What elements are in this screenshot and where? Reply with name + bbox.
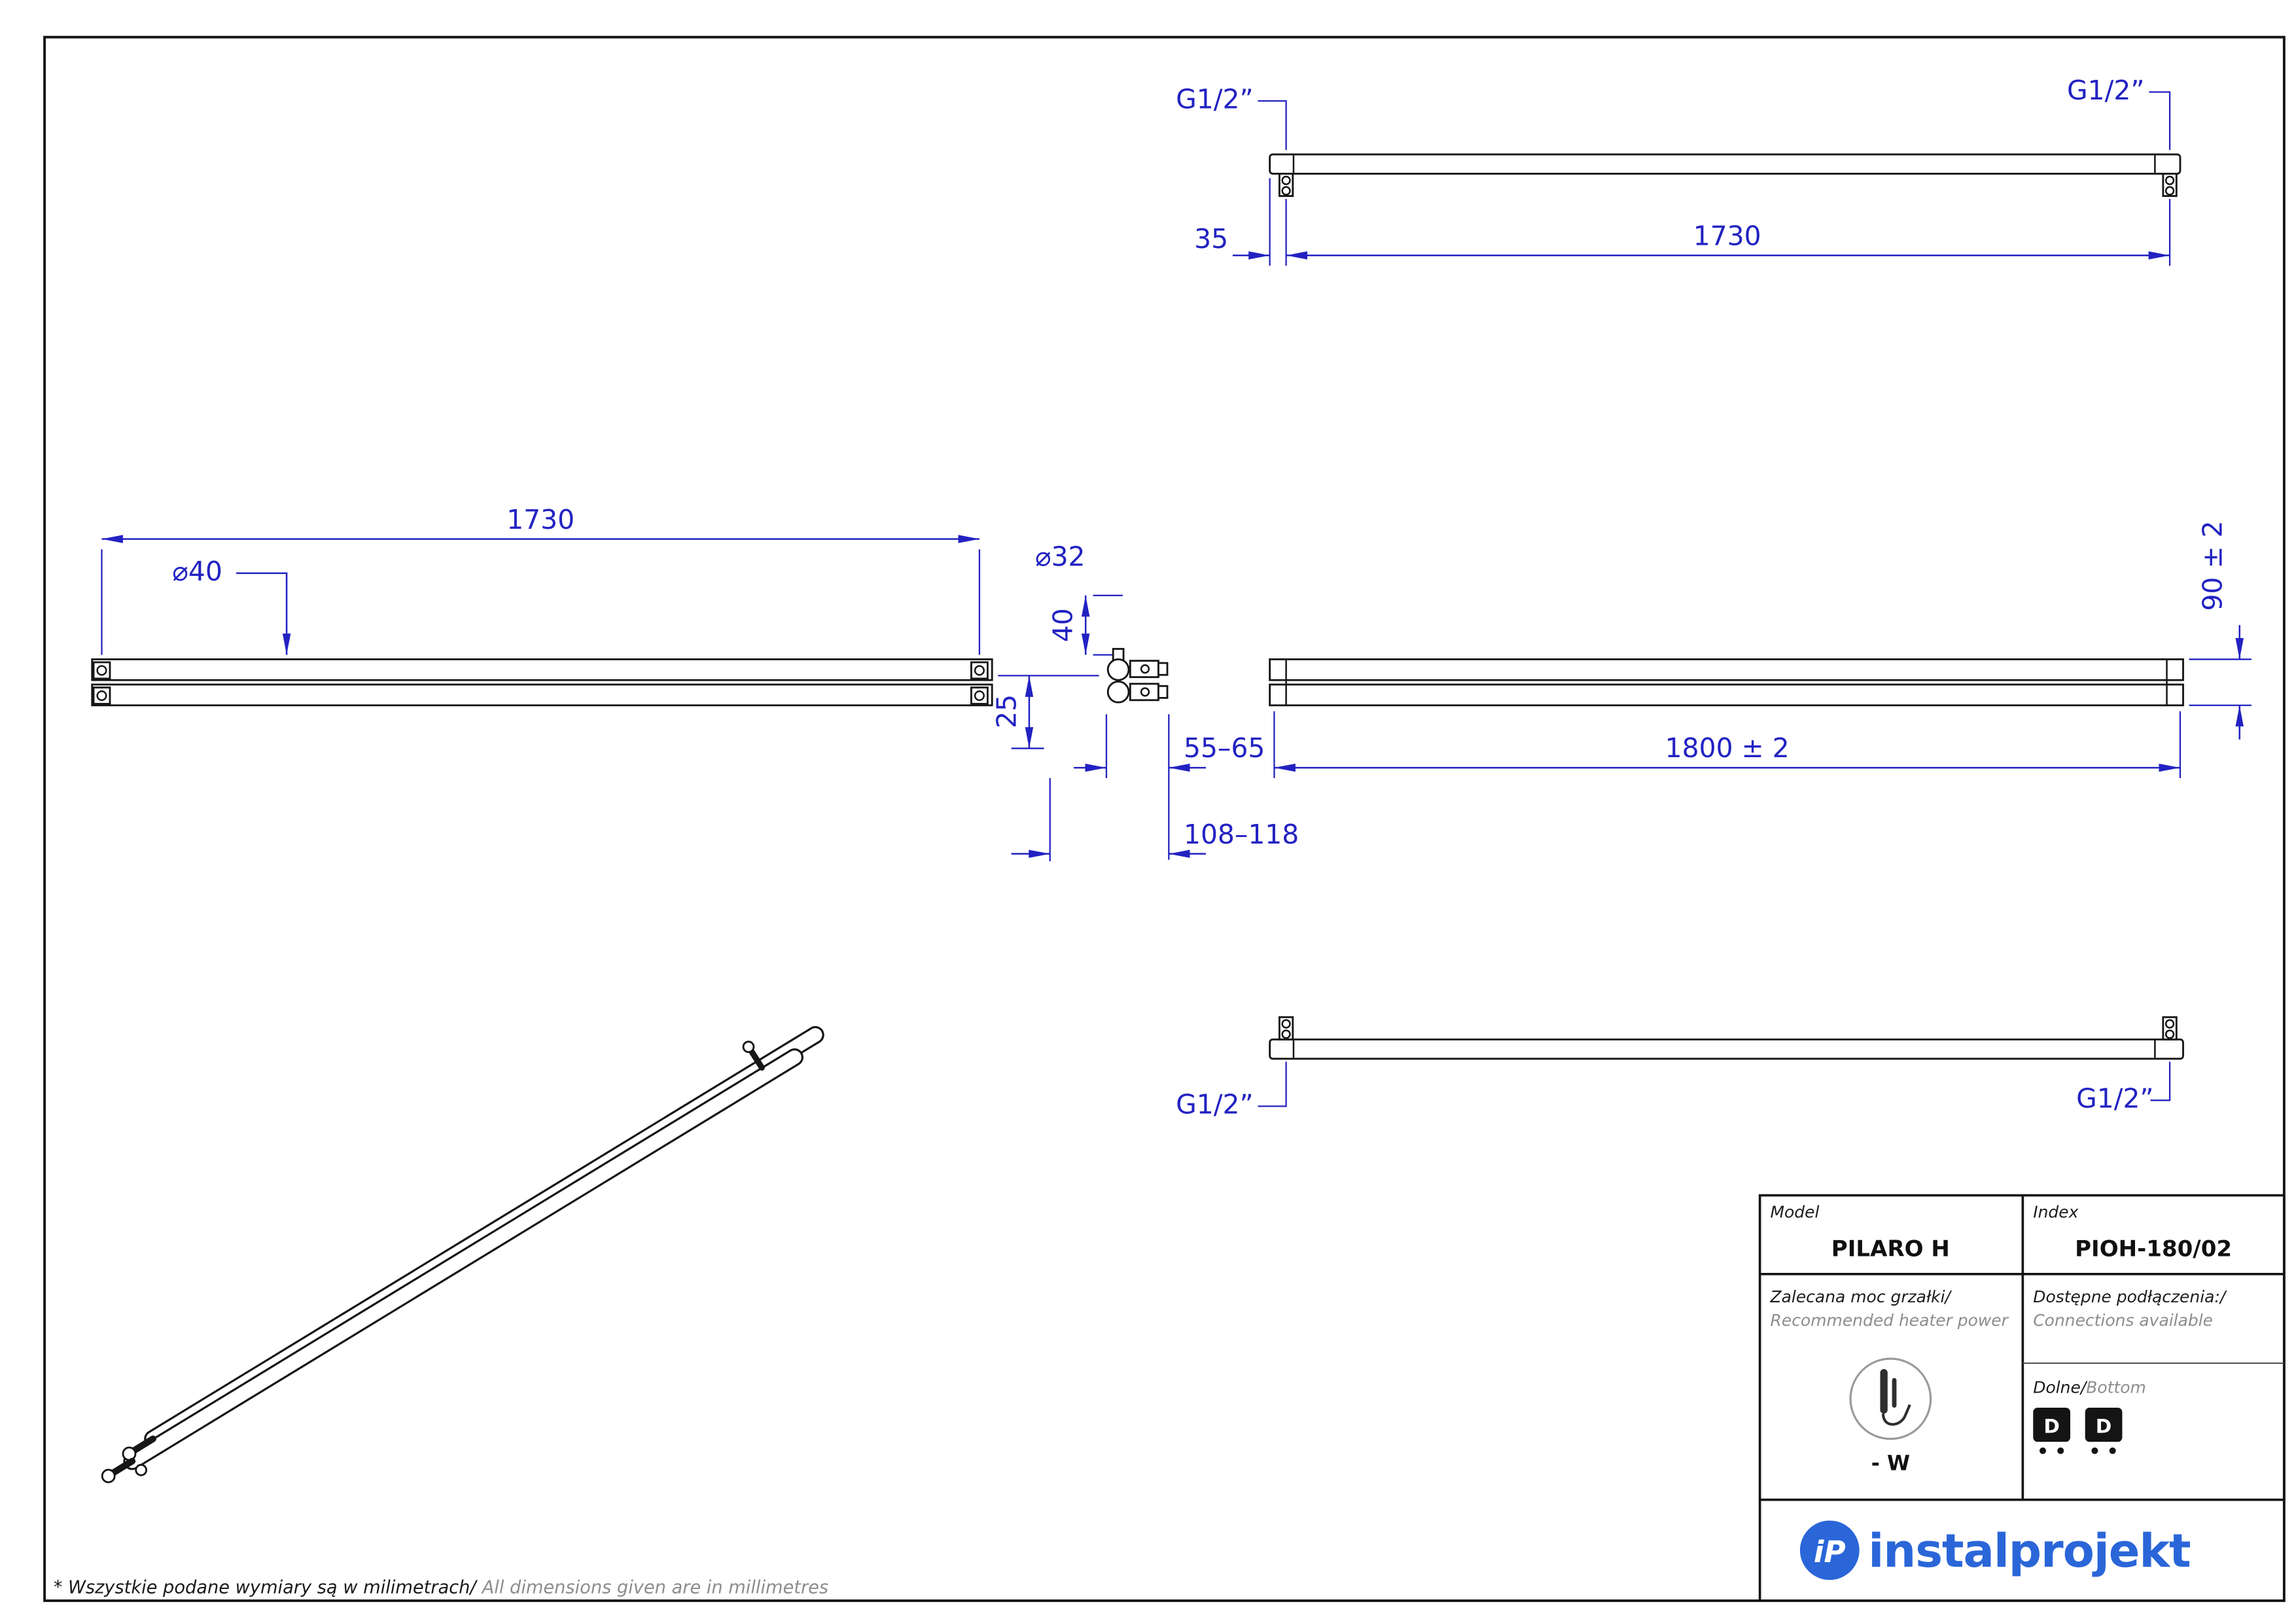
heater-power-icon (1849, 1357, 1932, 1440)
footnote-pl: * Wszystkie podane wymiary są w milimetr… (54, 1578, 478, 1598)
logo-mark-icon (1799, 1520, 1860, 1580)
fitting-left-top-view (1278, 173, 1294, 197)
thread-label-bottom-left: G1/2” (1176, 1089, 1254, 1120)
end-fittings-right (970, 661, 989, 705)
top-view: G1/2” G1/2” 35 1730 (1176, 75, 2181, 266)
dim-1730-top-label: 1730 (1693, 220, 1761, 251)
end-fittings-left (92, 661, 111, 705)
power-value: - W (1871, 1452, 1910, 1475)
leader-thread-right (2149, 91, 2171, 151)
leader-thread-left (1258, 100, 1287, 151)
dim-35-label: 35 (1194, 223, 1228, 255)
model-value: PILARO H (1831, 1236, 1950, 1262)
index-label: Index (2033, 1203, 2078, 1222)
logo-monogram: iP (1814, 1535, 1846, 1569)
leader-thread-bottom-right (2150, 1061, 2171, 1101)
fitting-left-bottom-view (1278, 1016, 1294, 1041)
iso-air-vent (742, 1041, 765, 1071)
dim-90-label: 90 ± 2 (2197, 520, 2229, 611)
leader-thread-bottom-left (1258, 1061, 1287, 1107)
leader-dia40 (236, 572, 291, 655)
radiator-bar-bottom (1269, 1038, 2184, 1060)
connection-icon-d1: D (2033, 1407, 2071, 1454)
thread-label-top-left: G1/2” (1176, 84, 1254, 115)
bottom-label-en: Bottom (2086, 1378, 2146, 1397)
tube-lower-side (91, 683, 993, 707)
connections-label-pl: Dostępne podłączenia:/ (2033, 1287, 2227, 1306)
footnote-en: All dimensions given are in millimetres (481, 1578, 828, 1598)
dim-55-65-label: 55–65 (1184, 732, 1265, 764)
sheet-border (43, 35, 2286, 1602)
dim-dia32-label: ⌀32 (1035, 541, 1086, 572)
connections-label-en: Connections available (2033, 1311, 2213, 1330)
isometric-view (101, 1026, 824, 1484)
dim-1800-label: 1800 ± 2 (1665, 732, 1790, 764)
thread-label-top-right: G1/2” (2067, 75, 2145, 106)
connection-assembly-detail (1106, 648, 1169, 704)
svg-text:D: D (2043, 1416, 2060, 1438)
power-label-en: Recommended heater power (1771, 1311, 2009, 1330)
logo-wordmark: instalprojekt (1868, 1524, 2191, 1578)
fitting-right-top-view (2162, 173, 2178, 197)
index-value: PIOH-180/02 (2075, 1236, 2232, 1262)
dim-108-118-label: 108–118 (1184, 819, 1299, 850)
tube-lower-front (1269, 683, 2184, 707)
dim-dia40-label: ⌀40 (172, 556, 222, 587)
bottom-view: G1/2” G1/2” (1176, 1016, 2184, 1120)
iso-connectors (101, 1435, 156, 1484)
dim-1730-side-label: 1730 (506, 504, 574, 535)
thread-label-bottom-right: G1/2” (2076, 1083, 2154, 1115)
radiator-bar-top (1269, 153, 2181, 175)
dim-25-label: 25 (991, 694, 1022, 728)
side-view: 1730 ⌀40 ⌀32 40 25 55– (91, 504, 1299, 862)
tube-upper-side (91, 658, 993, 681)
connection-icon-d2: D (2085, 1407, 2123, 1454)
model-label: Model (1771, 1203, 1820, 1222)
bottom-label-pl: Dolne/ (2033, 1378, 2088, 1397)
power-label-pl: Zalecana moc grzałki/ (1770, 1287, 1952, 1306)
bottom-connection-label: Dolne/Bottom (2033, 1378, 2146, 1397)
dim-40-label: 40 (1048, 608, 1079, 642)
footnote: * Wszystkie podane wymiary są w milimetr… (54, 1578, 828, 1598)
brand-logo: iP instalprojekt (1799, 1520, 2191, 1580)
title-block: Model PILARO H Index PIOH-180/02 Zalecan… (1758, 1194, 2286, 1601)
svg-text:D: D (2096, 1416, 2112, 1438)
front-view: 1800 ± 2 90 ± 2 (1269, 520, 2252, 778)
fitting-right-bottom-view (2162, 1016, 2178, 1041)
tube-upper-front (1269, 658, 2184, 681)
